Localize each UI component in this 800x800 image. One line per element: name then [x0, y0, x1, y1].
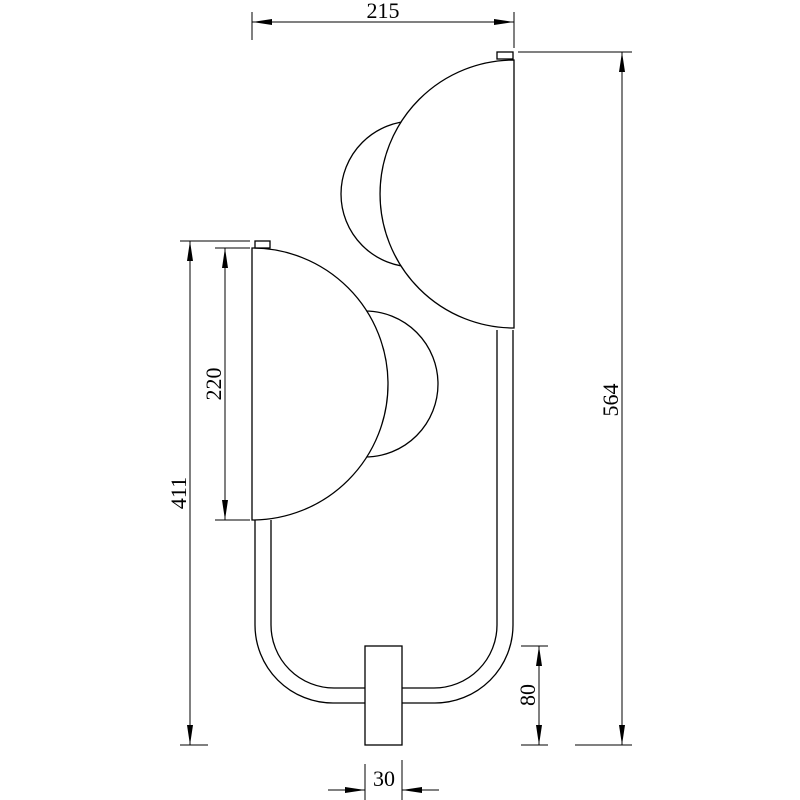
dimension-base-height: 80 — [515, 645, 548, 746]
lower-shade — [251, 240, 439, 521]
dimension-width: 215 — [251, 0, 515, 48]
lamp-arm — [254, 330, 514, 704]
dimension-label-215: 215 — [367, 0, 400, 23]
wall-mount-base — [364, 645, 403, 746]
dimension-label-564: 564 — [598, 384, 623, 417]
dimension-label-80: 80 — [515, 684, 540, 706]
dimension-lower-height: 411 — [166, 240, 250, 746]
dimension-label-30: 30 — [373, 766, 395, 791]
lower-cap — [254, 240, 271, 249]
dimension-shade: 220 — [201, 247, 250, 521]
upper-cap — [496, 51, 514, 60]
dimension-label-220: 220 — [201, 368, 226, 401]
upper-shade — [340, 51, 515, 329]
dimension-total-height: 564 — [518, 51, 632, 746]
dimension-label-411: 411 — [166, 477, 191, 509]
dimension-base-depth: 30 — [328, 760, 439, 800]
